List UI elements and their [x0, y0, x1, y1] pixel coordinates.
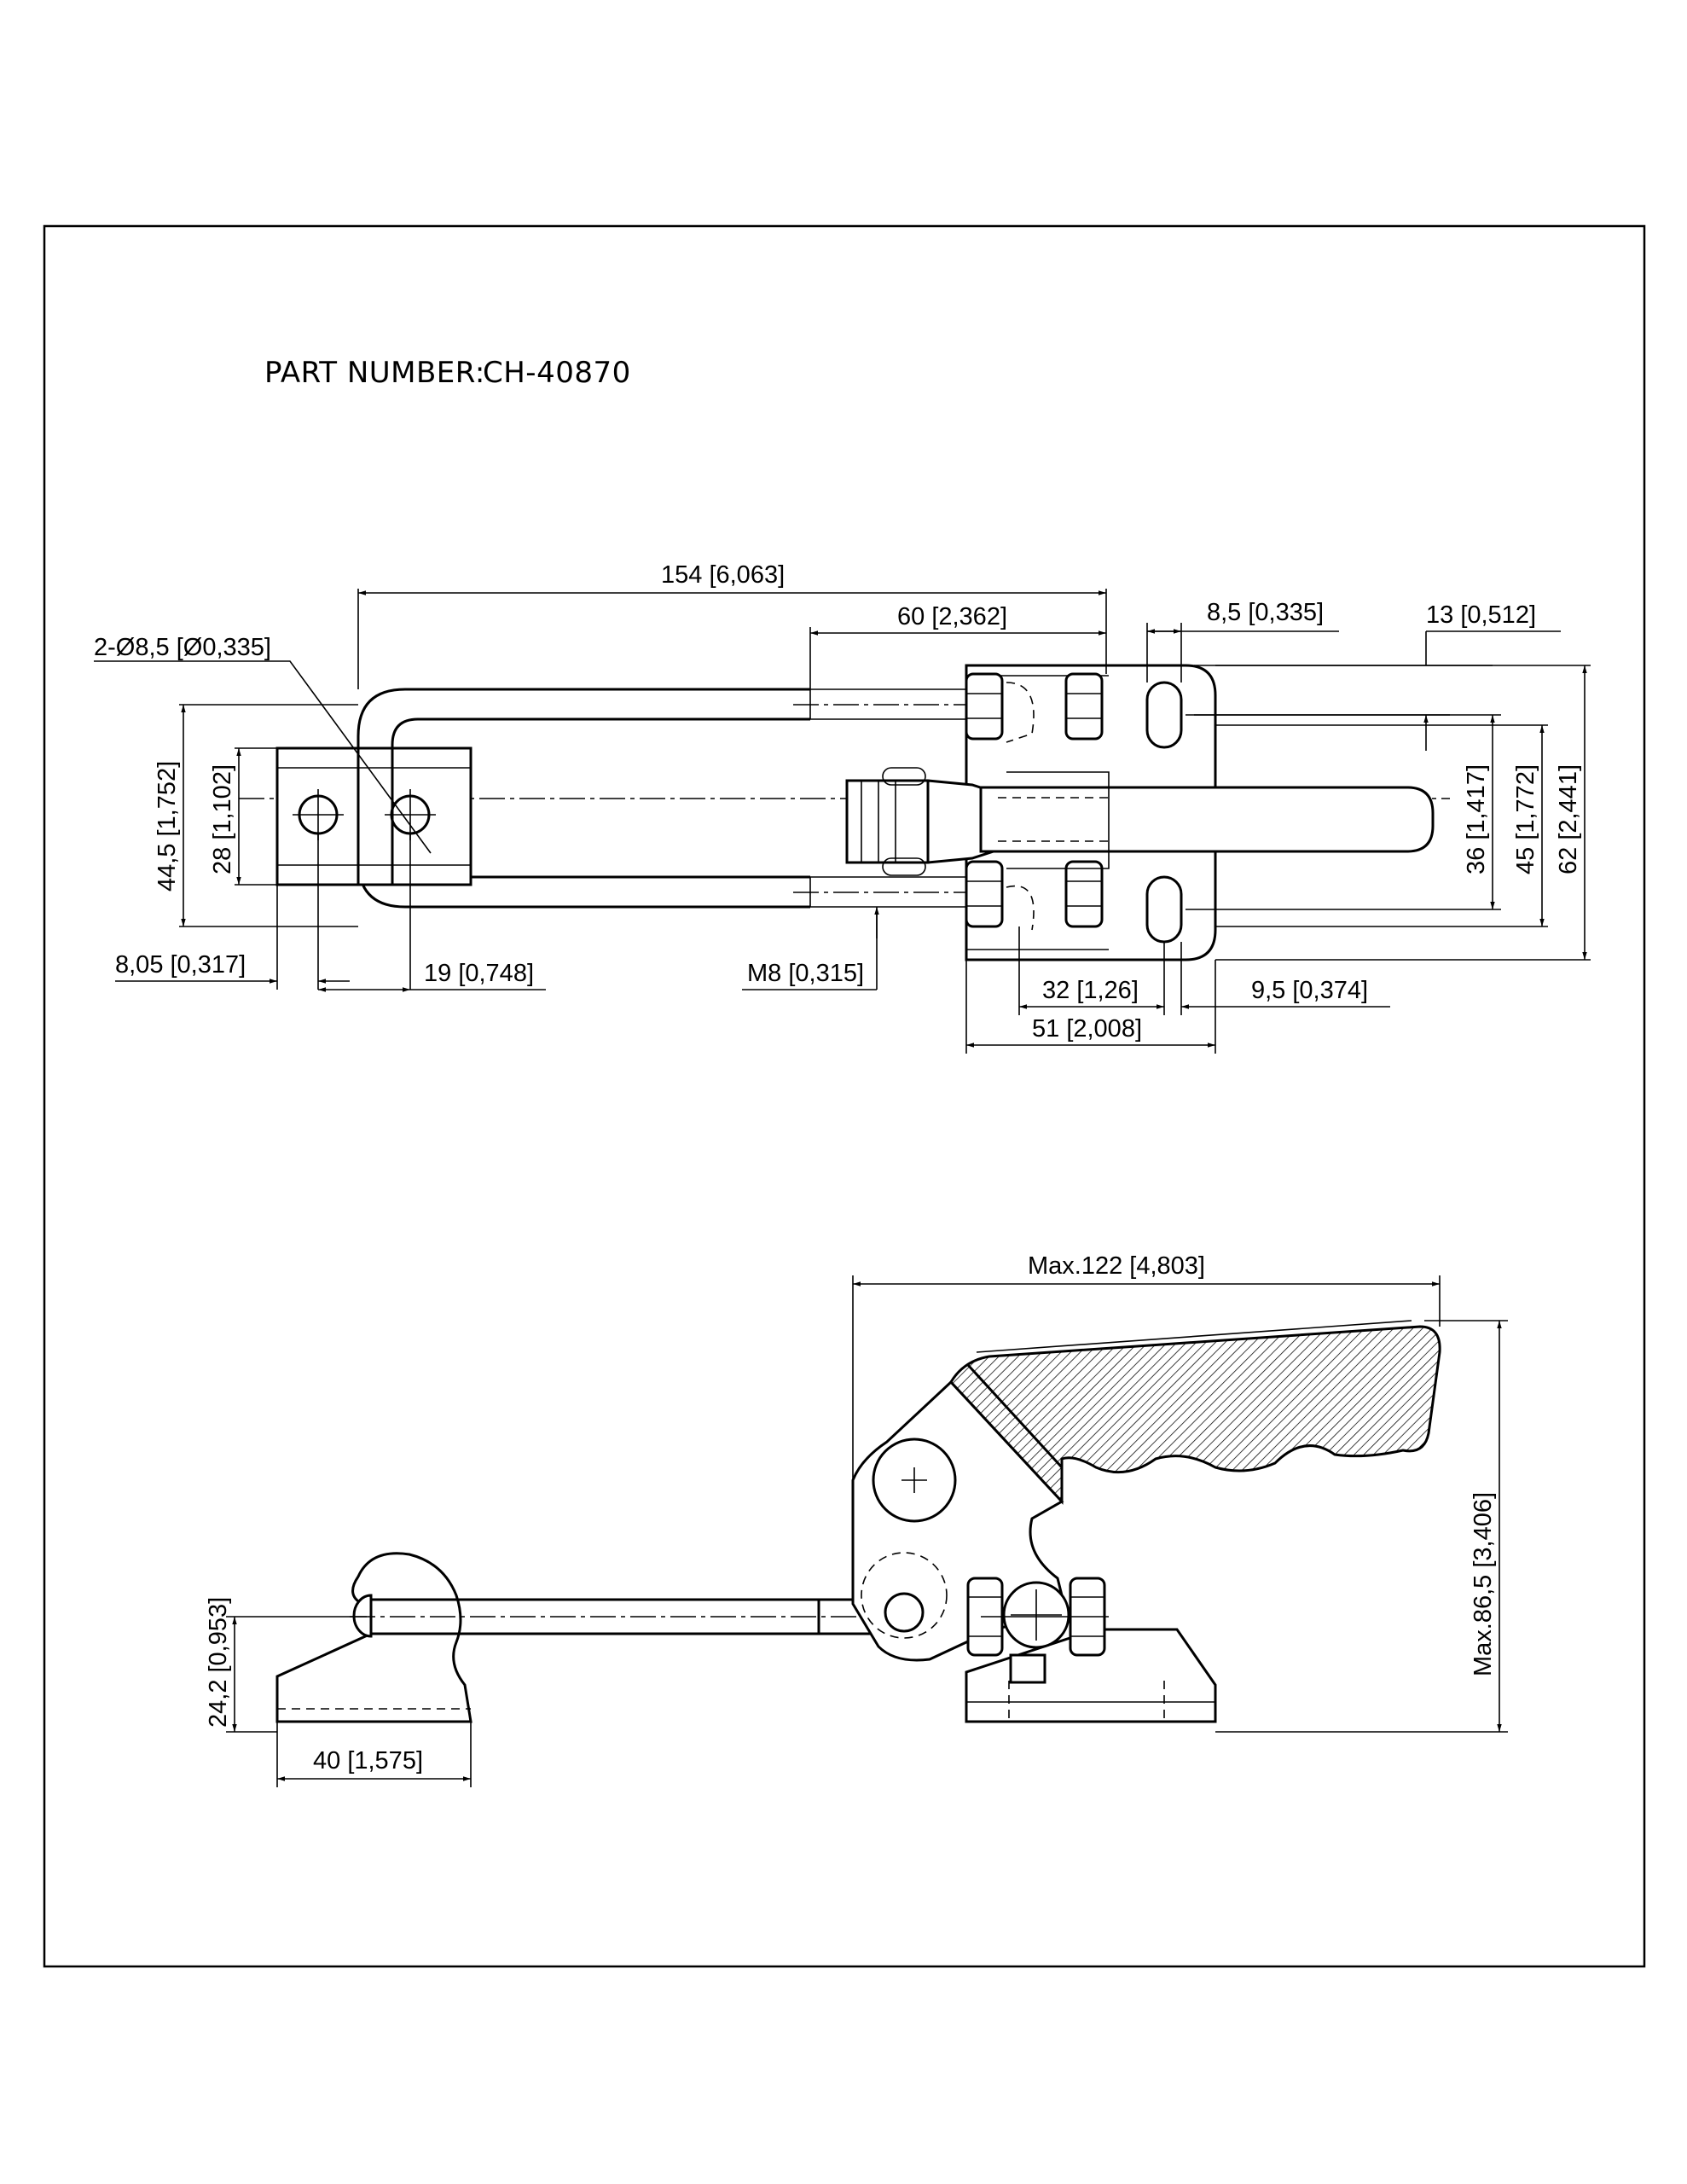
- dim-thread: M8 [0,315]: [747, 960, 864, 987]
- dim-plate-inner-height: 45 [1,772]: [1512, 764, 1539, 874]
- dim-slot-to-edge: 9,5 [0,374]: [1251, 977, 1368, 1004]
- dim-base-length: 51 [2,008]: [1032, 1015, 1142, 1043]
- handle-top: [845, 779, 930, 864]
- dim-slot-spacing: 36 [1,417]: [1463, 764, 1490, 874]
- dim-max-height: Max.86,5 [3,406]: [1470, 1492, 1497, 1676]
- top-view: [94, 589, 1591, 1054]
- dim-slot-width: 8,5 [0,335]: [1207, 599, 1324, 626]
- dim-hole-to-edge: 8,05 [0,317]: [115, 951, 246, 979]
- dim-slot-offset: 13 [0,512]: [1426, 601, 1536, 629]
- catch-block: [275, 746, 472, 886]
- dim-max-length: Max.122 [4,803]: [1028, 1252, 1205, 1280]
- dim-catch-length: 40 [1,575]: [313, 1747, 423, 1774]
- dim-hole-diameter: 2-Ø8,5 [Ø0,335]: [94, 634, 271, 661]
- side-catch: [275, 1552, 472, 1723]
- dim-loop-width: 44,5 [1,752]: [154, 761, 181, 892]
- dim-catch-height-side: 24,2 [0,953]: [205, 1597, 232, 1728]
- part-number-value: CH-40870: [483, 356, 631, 390]
- side-base-plate: [965, 1628, 1217, 1723]
- drawing-frame: [43, 224, 1646, 1968]
- side-handle: [949, 1325, 1441, 1505]
- side-view: [226, 1275, 1508, 1787]
- dim-hole-spacing: 19 [0,748]: [424, 960, 534, 987]
- dim-catch-height: 28 [1,102]: [209, 764, 236, 874]
- part-number-label: PART NUMBER:: [264, 356, 485, 390]
- dim-overall-length: 154 [6,063]: [661, 561, 785, 589]
- dim-plate-to-end: 60 [2,362]: [897, 603, 1007, 630]
- dim-plate-height: 62 [2,441]: [1555, 764, 1582, 874]
- dim-bolt-spacing: 32 [1,26]: [1042, 977, 1139, 1004]
